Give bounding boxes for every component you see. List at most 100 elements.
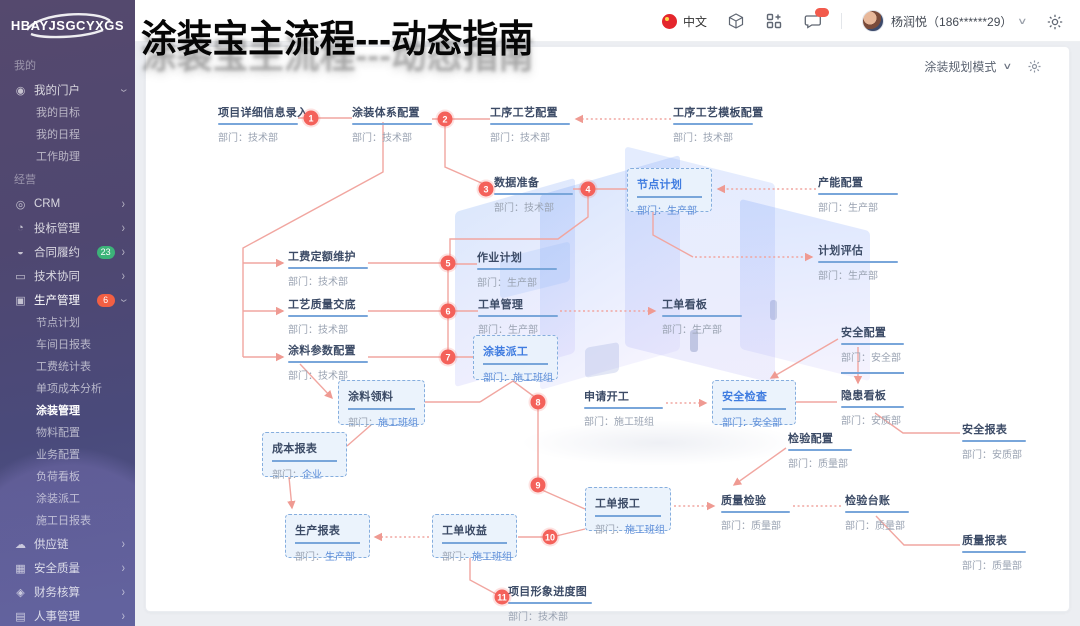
flow-node[interactable]: 安全配置部门：安全部	[841, 324, 904, 364]
flow-node-title: 质量报表	[962, 535, 1008, 547]
flow-node[interactable]: 生产报表部门：生产部	[285, 514, 370, 563]
sidebar-subitem[interactable]: 业务配置	[36, 449, 80, 461]
flow-node[interactable]: 项目详细信息录入部门：技术部	[218, 104, 308, 144]
flow-node[interactable]: 涂装体系配置部门：技术部	[352, 104, 432, 144]
chevron-right-icon: ›	[121, 244, 125, 260]
flow-node[interactable]: 涂料参数配置部门：技术部	[288, 342, 368, 382]
flow-node[interactable]: 检验配置部门：质量部	[788, 430, 852, 470]
sidebar-subitem[interactable]: 施工日报表	[36, 515, 91, 527]
app-logo[interactable]: HBAYJSGCYXGS	[0, 0, 135, 50]
sidebar-subitem[interactable]: 节点计划	[36, 317, 80, 329]
flow-node-underline	[477, 268, 557, 270]
flow-node-underline	[662, 315, 742, 317]
flow-node[interactable]: 安全报表部门：安质部	[962, 421, 1026, 461]
user-name: 杨润悦（186******29）	[891, 14, 1013, 29]
sidebar-item[interactable]: ◎CRM›	[0, 192, 135, 216]
sidebar-item[interactable]: ◉我的门户›	[0, 78, 135, 102]
flow-node[interactable]: 产能配置部门：生产部	[818, 174, 898, 214]
flow-node[interactable]: 项目形象进度图部门：技术部	[508, 583, 592, 623]
sidebar-section-label: 我的	[14, 60, 36, 72]
flow-node-underline	[845, 511, 909, 513]
flow-node[interactable]: 工费定额维护部门：技术部	[288, 248, 368, 288]
bidding-icon: ◔	[17, 222, 24, 234]
flow-node[interactable]: 安全检查部门：安全部	[712, 380, 796, 429]
flow-node[interactable]: 工单管理部门：生产部	[478, 296, 558, 336]
sidebar-item[interactable]: ▭技术协同›	[0, 264, 135, 288]
flow-node[interactable]: 质量检验部门：质量部	[721, 492, 790, 532]
sidebar-subitem[interactable]: 工作助理	[36, 151, 80, 163]
finance-icon: ◈	[16, 586, 25, 599]
header-divider	[841, 13, 843, 29]
tech-collab-icon: ▭	[15, 270, 26, 283]
sidebar-subitem[interactable]: 负荷看板	[36, 471, 80, 483]
flow-node-title: 工艺质量交底	[288, 299, 356, 311]
sidebar-item-label: 安全质量	[34, 563, 80, 575]
flow-node[interactable]: 数据准备部门：技术部	[494, 174, 573, 214]
chevron-down-icon[interactable]: ∨	[1002, 61, 1013, 71]
user-menu[interactable]: 杨润悦（186******29） ∨	[862, 10, 1028, 32]
flow-node[interactable]: 计划评估部门：生产部	[818, 242, 898, 282]
flow-node-title: 隐患看板	[841, 390, 887, 402]
sidebar-item-label: 技术协同	[34, 271, 80, 283]
flow-node[interactable]: 检验台账部门：质量部	[845, 492, 909, 532]
cube-icon[interactable]	[727, 12, 745, 30]
flow-node-title: 成本报表	[272, 443, 318, 455]
flow-node-underline	[494, 193, 573, 195]
flow-node[interactable]: 隐患看板部门：安质部	[841, 387, 904, 427]
language-switch[interactable]: 中文	[662, 13, 707, 30]
flow-node-underline	[595, 515, 661, 517]
sidebar-item-label: CRM	[34, 198, 61, 210]
gear-icon[interactable]	[1027, 59, 1042, 74]
flow-node[interactable]: 涂装派工部门：施工班组	[473, 335, 558, 384]
flow-node[interactable]: 工序工艺配置部门：技术部	[490, 104, 570, 144]
sidebar-item[interactable]: ☁供应链›	[0, 532, 135, 556]
flow-node[interactable]: 节点计划部门：生产部	[627, 168, 712, 217]
safety-quality-icon: ▦	[15, 562, 26, 575]
flow-node[interactable]: 质量报表部门：质量部	[962, 532, 1026, 572]
flow-node[interactable]: 工艺质量交底部门：技术部	[288, 296, 368, 336]
flow-node-title: 涂装派工	[483, 346, 529, 358]
flow-node[interactable]: 工单看板部门：生产部	[662, 296, 742, 336]
top-header: 中文 杨润悦（186******29） ∨	[135, 0, 1080, 42]
sidebar-item[interactable]: ◈财务核算›	[0, 580, 135, 604]
flow-node-underline	[818, 261, 898, 263]
sidebar: HBAYJSGCYXGS 我的◉我的门户›我的目标我的日程工作助理经营◎CRM›…	[0, 0, 135, 626]
flow-node[interactable]: 作业计划部门：生产部	[477, 249, 557, 289]
flow-node[interactable]: 工单收益部门：施工班组	[432, 514, 517, 563]
apps-icon[interactable]	[765, 12, 783, 30]
chevron-right-icon: ›	[121, 608, 125, 624]
sidebar-subitem[interactable]: 涂装派工	[36, 493, 80, 505]
flow-node[interactable]: 申请开工部门：施工班组	[584, 388, 663, 428]
sidebar-item[interactable]: ◔投标管理›	[0, 216, 135, 240]
flow-node-department: 部门：安质部	[841, 416, 901, 427]
mode-select[interactable]: 涂装规划模式	[924, 60, 997, 74]
sidebar-item-label: 我的门户	[34, 85, 80, 97]
chat-icon[interactable]	[803, 8, 830, 30]
flow-node[interactable]: 成本报表部门：企业	[262, 432, 347, 481]
flow-node[interactable]: 涂料领料部门：施工班组	[338, 380, 425, 429]
flow-node-department: 部门：技术部	[490, 133, 550, 144]
logo-swoosh-icon	[25, 13, 111, 39]
chevron-right-icon: ›	[121, 536, 125, 552]
chevron-right-icon: ›	[121, 560, 125, 576]
flow-node-title: 作业计划	[477, 252, 523, 264]
sidebar-subitem[interactable]: 我的日程	[36, 129, 80, 141]
sidebar-subitem[interactable]: 车间日报表	[36, 339, 91, 351]
sidebar-subitem[interactable]: 物料配置	[36, 427, 80, 439]
sidebar-subitem[interactable]: 我的目标	[36, 107, 80, 119]
flow-node-title: 安全检查	[722, 391, 768, 403]
sidebar-subitem[interactable]: 工费统计表	[36, 361, 91, 373]
flow-node[interactable]: 工序工艺模板配置部门：技术部	[673, 104, 763, 144]
settings-gear-icon[interactable]	[1046, 13, 1063, 30]
sidebar-subitem[interactable]: 涂装管理	[36, 405, 80, 417]
flow-node-title: 节点计划	[637, 179, 683, 191]
sidebar-subitem[interactable]: 单项成本分析	[36, 383, 102, 395]
sidebar-item[interactable]: ▦ 安全质量 ›	[0, 556, 135, 580]
flow-node[interactable]: 工单报工部门：施工班组	[585, 487, 671, 536]
chevron-right-icon: ›	[121, 220, 125, 236]
flow-node-department: 部门：安全部	[722, 417, 782, 429]
sidebar-item[interactable]: ▤人事管理›	[0, 604, 135, 626]
flow-node-title: 申请开工	[584, 391, 630, 403]
